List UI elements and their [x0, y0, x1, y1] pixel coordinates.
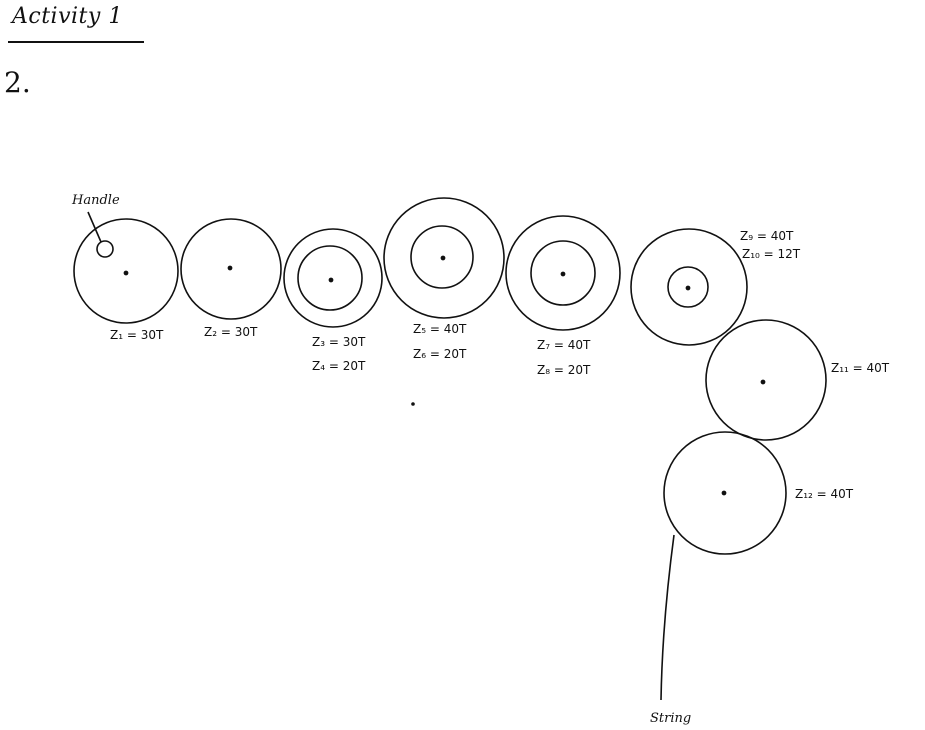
gear-z3-center [328, 277, 334, 283]
label-z3: Z₃ = 30T [312, 335, 366, 349]
handle-knob [96, 240, 114, 258]
label-z2: Z₂ = 30T [204, 325, 258, 339]
handle-leader-line [87, 211, 102, 243]
gear-z6 [410, 225, 474, 289]
gear-z9 [630, 228, 748, 346]
label-z8: Z₈ = 20T [537, 363, 591, 377]
gear-z11 [705, 319, 827, 441]
label-z7: Z₇ = 40T [537, 338, 591, 352]
gear-z5-center [440, 255, 446, 261]
gear-z11-center [760, 379, 766, 385]
gear-z2 [180, 218, 282, 320]
gear-z8 [530, 240, 596, 306]
string-line [660, 534, 675, 701]
label-z9: Z₉ = 40T [740, 229, 794, 243]
label-z11: Z₁₁ = 40T [831, 361, 890, 375]
gear-z1-center [123, 270, 129, 276]
gear-z12-center [721, 490, 727, 496]
label-z1: Z₁ = 30T [110, 328, 164, 342]
label-z5: Z₅ = 40T [413, 322, 467, 336]
gear-z7-center [560, 271, 566, 277]
gear-z3 [283, 228, 383, 328]
gear-z12 [663, 431, 787, 555]
title-underline [8, 41, 144, 43]
gear-z9-center [685, 285, 691, 291]
activity-title: Activity 1 [12, 4, 123, 29]
handle-label: Handle [71, 193, 120, 208]
gear-z2-center [227, 265, 233, 271]
string-label: String [650, 711, 691, 726]
label-z10: Z₁₀ = 12T [742, 247, 801, 261]
question-number: 2. [4, 66, 31, 99]
gear-z5 [383, 197, 505, 319]
label-z12: Z₁₂ = 40T [795, 487, 854, 501]
gear-z1 [73, 218, 179, 324]
gear-z4 [297, 245, 363, 311]
label-z4: Z₄ = 20T [312, 359, 366, 373]
gear-z7 [505, 215, 621, 331]
gear-z10 [667, 266, 709, 308]
stray-mark [411, 402, 415, 406]
label-z6: Z₆ = 20T [413, 347, 467, 361]
